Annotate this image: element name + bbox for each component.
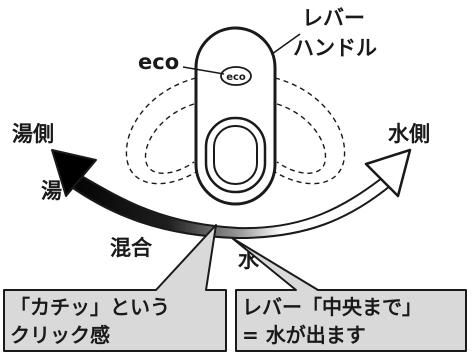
hot-side-label: 湯側 [12,122,54,146]
lever-label-line1: レバー [302,6,365,30]
center-water-callout-line1: レバー「中央まで」 [242,295,422,319]
eco-badge [220,66,252,86]
lever-leader-line [271,33,301,55]
center-water-callout: レバー「中央まで」 = 水が出ます [231,237,467,352]
left-swing-outline [125,77,197,185]
lever-handle: eco [194,26,277,206]
mixed-label: 混合 [110,236,153,260]
cold-side-label: 水側 [388,122,430,146]
eco-leader-line [182,66,225,75]
temperature-sweep-arrow [51,148,412,239]
hot-label: 湯 [41,179,62,203]
center-water-callout-shape [231,237,467,352]
lever-label-line2: ハンドル [293,36,377,60]
click-feel-callout-line2: クリック感 [10,323,110,347]
right-swing-outline-inner [276,103,327,174]
eco-label: eco [138,50,179,74]
eco-badge-text: eco [226,72,246,83]
click-feel-callout: 「カチッ」という クリック感 [3,224,227,352]
click-feel-callout-line1: 「カチッ」という [10,295,170,319]
lever-swing-outlines [125,77,346,185]
diagram-labels: eco レバー ハンドル 湯側 水側 湯 混合 水 [12,6,430,272]
right-swing-outline [274,77,346,185]
hot-arrowhead [51,149,97,197]
left-swing-outline-inner [144,103,195,174]
cold-arrowhead [364,148,412,198]
center-water-callout-line2: = 水が出ます [242,323,366,347]
lever-handle-grip-inner [213,125,258,185]
click-feel-callout-shape [3,224,227,352]
leader-lines [182,33,301,75]
